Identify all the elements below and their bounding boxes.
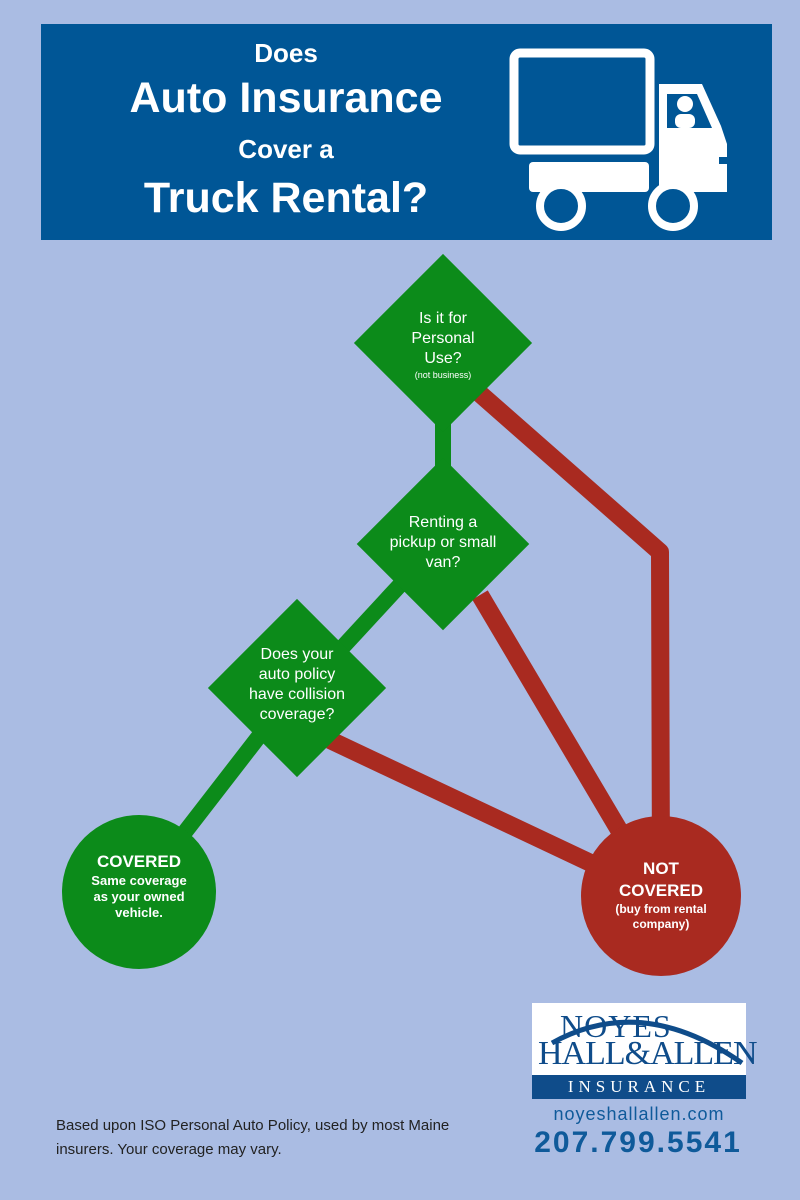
question-personal-use: Is it for Personal Use? (not business) [383, 309, 503, 381]
header-line-2: Auto Insurance [129, 74, 443, 122]
decision-pickup-van [356, 457, 530, 631]
question-collision: Does your auto policy have collision cov… [227, 645, 367, 725]
question-collision-line: Does your [260, 646, 334, 663]
logo-line-3: INSURANCE [532, 1075, 746, 1099]
outcome-covered [62, 815, 216, 969]
outcome-not-covered-title: COVERED [618, 881, 704, 900]
header-line-3: Cover a [238, 134, 334, 164]
connector-q3-notcovered [326, 731, 618, 883]
website-link[interactable]: noyeshallallen.com [553, 1104, 725, 1124]
question-pickup-van-line: Renting a [408, 514, 478, 531]
question-collision-line: auto policy [258, 666, 336, 683]
question-pickup-van-line: pickup or small [389, 534, 497, 551]
outcome-not-covered-title: NOT [643, 859, 679, 878]
question-personal-use-line: Use? [424, 350, 462, 367]
outcome-covered-desc: as your owned [93, 889, 185, 904]
connector-q1-notcovered [472, 385, 670, 881]
decision-personal-use [353, 253, 533, 433]
outcome-not-covered [581, 816, 741, 976]
arc-swoosh-icon [550, 1019, 744, 1066]
logo-line-2: HALL&ALLEN [538, 1035, 758, 1072]
question-collision-line: have collision [248, 686, 346, 703]
header-line-4: Truck Rental? [143, 174, 429, 222]
connector-q2-notcovered [472, 590, 646, 867]
header-banner: Does Auto Insurance Cover a Truck Rental… [41, 24, 772, 240]
question-personal-use-line: Personal [411, 330, 475, 347]
company-logo[interactable]: NOYES HALL&ALLEN INSURANCE [532, 1003, 758, 1099]
question-pickup-van-line: van? [425, 554, 461, 571]
disclaimer-text: Based upon ISO Personal Auto Policy, use… [56, 1117, 450, 1158]
outcome-covered-title: COVERED [96, 852, 182, 871]
question-pickup-van: Renting a pickup or small van? [368, 513, 518, 573]
outcome-covered-desc: vehicle. [115, 905, 163, 920]
outcome-not-covered-text: NOT COVERED (buy from rental company) [586, 858, 736, 932]
connector-q3-covered [178, 730, 267, 837]
logo-line-1: NOYES [560, 1008, 672, 1044]
truck-icon [509, 48, 729, 231]
header-line-1: Does [254, 38, 318, 68]
outcome-not-covered-desc: company) [632, 917, 690, 931]
connector-q2-q3 [334, 579, 406, 656]
outcome-covered-text: COVERED Same coverage as your owned vehi… [64, 851, 214, 921]
question-personal-use-line: Is it for [418, 310, 467, 327]
question-personal-use-sub: (not business) [414, 370, 472, 380]
phone-number[interactable]: 207.799.5541 [534, 1126, 742, 1159]
outcome-not-covered-desc: (buy from rental [615, 902, 707, 916]
outcome-covered-desc: Same coverage [91, 873, 187, 888]
question-collision-line: coverage? [259, 706, 335, 723]
decision-collision [207, 598, 387, 778]
